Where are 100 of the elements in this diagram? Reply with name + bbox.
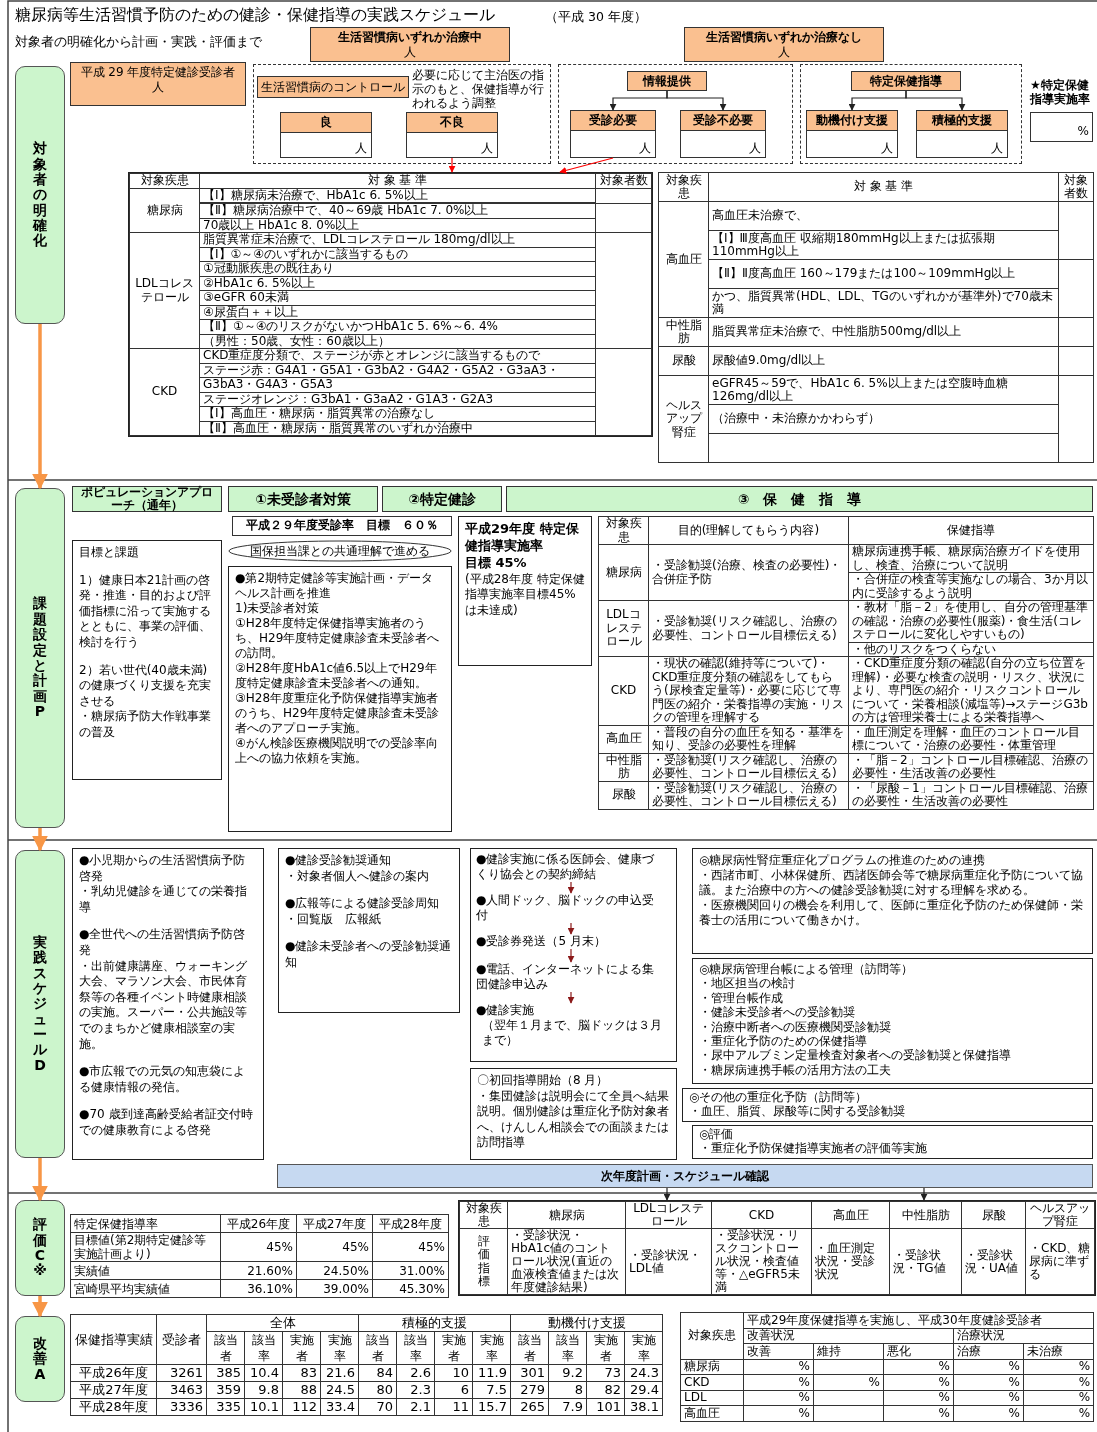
table-cell: 該当率 (244, 1331, 283, 1365)
note-text: 必要に応じて主治医の指示のもと、保健指導が行われるよう調整 (412, 68, 545, 110)
table-cell: 21.6 (320, 1364, 359, 1382)
text-box (692, 1125, 1093, 1159)
table-cell: ・CKD、糖尿病に準ずる (1025, 1228, 1095, 1295)
table-cell: 該当率 (396, 1331, 435, 1365)
table-cell: 【Ⅱ】①～④のリスクがないかつHbA1c 5. 6%～6. 4% (199, 319, 596, 334)
box-header: 良 (281, 113, 371, 133)
count-unit: 人 (355, 140, 367, 157)
table-cell: 11 (434, 1398, 473, 1416)
table-cell: 112 (282, 1398, 321, 1416)
table-cell: 治療 (953, 1343, 1024, 1359)
arrow (32, 828, 48, 852)
table-cell: 21.60% (220, 1261, 297, 1280)
table-cell: 糖尿病 (680, 1359, 744, 1375)
table-cell: 改善 (743, 1343, 814, 1359)
group-box (800, 64, 1022, 164)
table-cell: 80 (358, 1381, 397, 1399)
step-text: ●電話、インターネットによる集団健診申込み (476, 962, 656, 992)
step-text: （翌年１月まで、脳ドックは３月まで） (481, 1018, 663, 1048)
ellipse-shape (228, 540, 452, 562)
box-text: 1)未受診者対策 (235, 601, 321, 616)
box-text: ●健診未受診者への受診勧奨通知 (285, 939, 453, 971)
table-cell: 実施者 (586, 1331, 625, 1365)
box-text: ●健診受診勧奨通知 (285, 853, 393, 869)
box-text: ●第2期特定健診等実施計画・データヘルス計画を推進 (235, 571, 435, 601)
stage-label: 対象者の明確化 (33, 141, 47, 249)
box-text: ●全世代への生活習慣病予防啓発 (79, 927, 247, 959)
table-cell: 未治療 (1023, 1343, 1094, 1359)
table-cell: 9.2 (548, 1364, 587, 1382)
box-text: ・乳幼児健診を通じての栄養指導 (79, 884, 248, 916)
text-box (278, 848, 460, 1013)
stage-label: 評価C※ (33, 1217, 47, 1279)
table-cell: 3261 (156, 1364, 207, 1382)
table-cell: ヘルスアップ腎症 (658, 375, 709, 463)
table-cell: 中性脂肪 (658, 317, 709, 347)
box-text: ・血圧、脂質、尿酸等に関する受診勧奨 (689, 1104, 906, 1119)
table-cell: 実施率 (320, 1331, 359, 1365)
box-text: ◎糖尿病管理台帳による管理（訪問等） (699, 962, 915, 977)
table-cell: ・受診勧奨(リスク確認し、治療の必要性、コントロール目標伝える) (648, 753, 849, 781)
table-cell: 平成29年度保健指導を実施し、平成30年度健診受診者 (743, 1312, 1094, 1328)
label-box (851, 71, 961, 91)
box-text: 目標 45% (465, 554, 528, 572)
table-cell: 糖尿病 (598, 544, 649, 601)
step-text: ●健診実施 (476, 1003, 536, 1018)
table-cell: 88 (282, 1381, 321, 1399)
box-title: 生活習慣病いずれか治療中 (337, 30, 483, 45)
table-cell: ・受診状況・リスクコントロール状況・検査値等・△eGFR5未満 (711, 1228, 812, 1295)
column-header: 対 象 基 準 (708, 172, 1059, 202)
criteria-table (458, 1200, 1096, 1296)
table-cell: ・血圧測定状況・受診状況 (811, 1228, 890, 1295)
box-title: 平成 29 年度特定健診受診者 (79, 65, 237, 80)
table-cell: % (953, 1390, 1024, 1406)
arrow (567, 991, 575, 1004)
step-text: ●健診実施に係る医師会、健康づくり協会との契約締結 (476, 852, 656, 882)
box-text: ・西諸市町、小林保健所、西諸医師会等で糖尿病重症化予防について協議。また治療中の方への健診受診勧奨に対する理解を求める。 (699, 868, 1084, 898)
table-cell: 糖尿病連携手帳、糖尿病治療ガイドを使用し、検査、治療について説明 (848, 544, 1094, 573)
arrow (663, 1187, 671, 1201)
column-header: 対象疾患 (459, 1201, 508, 1229)
table-cell: 10.1 (244, 1398, 283, 1416)
table-cell: 尿酸値9.0mg/dl以上 (708, 346, 1059, 376)
table-cell: 84 (358, 1364, 397, 1382)
table-cell: 38.1 (624, 1398, 663, 1416)
table-cell: 6 (434, 1381, 473, 1399)
box-text: ●広報等による健診受診周知 (285, 896, 441, 912)
percent-unit: % (1077, 124, 1089, 138)
table-cell: % (953, 1405, 1024, 1421)
header-box (70, 62, 246, 106)
table-cell: 2.3 (396, 1381, 435, 1399)
table-cell: 実施者 (282, 1331, 321, 1365)
box-text: ②H28年度HbA1c値6.5以上でH29年度特定健康診査未受診者への通知。 (235, 661, 438, 691)
table-cell: % (743, 1405, 814, 1421)
column-header: 保健指導実績 (70, 1314, 157, 1365)
column-header: 対象疾患 (129, 173, 200, 188)
table-cell: （男性：50歳、女性：60歳以上） (199, 334, 596, 349)
table-cell: 101 (586, 1398, 625, 1416)
table-cell: 【Ⅱ】糖尿病治療中で、40～69歳 HbA1c 7. 0%以上 (199, 203, 596, 218)
count-unit: 人 (481, 140, 493, 157)
table-cell: 385 (206, 1364, 245, 1382)
table-cell: 実施者 (434, 1331, 473, 1365)
table-cell: % (883, 1359, 954, 1375)
group-box (558, 64, 793, 164)
rate-label: ★特定保健指導実施率 (1030, 78, 1091, 106)
table-cell: ・CKD重症度分類の確認(自分の立ち位置を理解)・必要な検査の説明・リスク、状況により、専門医の紹介・リスクコントロールについて・栄養相談(減塩等)→ステージG3bの方は管理栄養士による栄養指導へ (848, 656, 1094, 725)
subtitle: 対象者の明確化から計画・実践・評価まで (15, 33, 262, 51)
box-text: 平成29年度 特定保健指導実施率 (465, 521, 580, 555)
box-header: 受診不必要 (681, 111, 765, 131)
count-box (806, 110, 898, 158)
table-cell: % (743, 1374, 814, 1390)
column-header: 対象者数 (595, 173, 652, 188)
table-cell: ①冠動脈疾患の既往あり (199, 261, 596, 276)
table-cell: ・他のリスクをつくらない (848, 642, 1094, 657)
column-header: 対 象 基 準 (199, 173, 596, 188)
table-cell: 2.6 (396, 1364, 435, 1382)
table-cell: 45% (220, 1232, 297, 1262)
count-unit: 人 (749, 140, 761, 157)
table-cell: 高血圧 (598, 725, 649, 753)
box-header: 積極的支援 (917, 111, 1007, 131)
table-cell: 70歳以上 HbA1c 8. 0%以上 (199, 218, 596, 233)
table-cell: ・受診勧奨(リスク確認し、治療の必要性、コントロール目標伝える) (648, 781, 849, 809)
